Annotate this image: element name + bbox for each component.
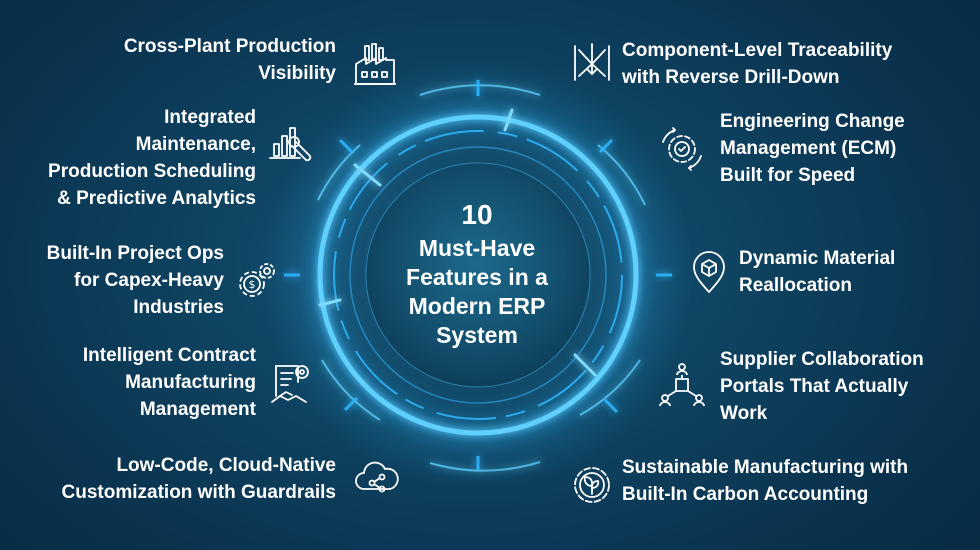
feature-line: Portals That Actually [720,376,909,397]
feature-line: Built-In Project Ops [46,243,224,264]
feature-line: Reallocation [739,275,852,296]
light-streaks [318,108,597,377]
network-people-icon [657,360,707,410]
feature-supplier-collaboration: Supplier Collaboration Portals That Actu… [720,346,924,427]
feature-line: Visibility [258,63,336,84]
feature-line: Engineering Change [720,111,905,132]
center-disc [366,163,590,387]
feature-component-traceability: Component-Level Traceability with Revers… [622,37,892,91]
feature-line: Intelligent Contract [82,345,256,366]
feature-line: Built-In Carbon Accounting [622,484,869,505]
eco-gear-icon [567,460,617,510]
feature-line: Sustainable Manufacturing with [622,457,909,478]
main-ring [317,114,639,436]
center-title: 10 Must-Have Features in a Modern ERP Sy… [372,180,582,370]
inner-thin-ring [349,146,607,404]
feature-line: Work [720,403,768,424]
feature-line: Built for Speed [720,165,856,186]
center-disc-edge [365,162,591,388]
feature-line: Management [139,399,256,420]
feature-line: Supplier Collaboration [720,349,924,370]
feature-low-code: Low-Code, Cloud-Native Customization wit… [62,452,336,506]
feature-line: Dynamic Material [739,248,896,269]
feature-sustainable-manufacturing: Sustainable Manufacturing with Built-In … [622,454,908,508]
feature-line: Manufacturing [125,372,256,393]
center-line-1: Must-Have [418,235,536,261]
feature-line: Production Scheduling [48,161,256,182]
gear-cycle-icon [657,124,707,174]
feature-line: Cross-Plant Production [123,36,336,57]
feature-line: for Capex-Heavy [74,270,224,291]
feature-cross-plant-visibility: Cross-Plant Production Visibility [124,33,336,87]
center-line-4: System [436,322,518,348]
radial-tick-marks [284,80,672,470]
feature-line: Component-Level Traceability [622,40,893,61]
feature-dynamic-material: Dynamic Material Reallocation [739,245,895,299]
inner-dashed-ring [333,130,623,420]
feature-contract-manufacturing: Intelligent Contract Manufacturing Manag… [83,342,256,423]
chart-wrench-icon [266,118,316,168]
contract-handshake-icon [266,362,316,412]
feature-line: Integrated [164,107,256,128]
feature-integrated-maintenance: Integrated Maintenance, Production Sched… [48,104,256,212]
center-number: 10 [461,199,493,230]
feature-line: with Reverse Drill-Down [622,67,840,88]
cloud-share-icon [352,455,402,505]
center-line-2: Features in a [406,264,548,290]
feature-line: Management (ECM) [720,138,897,159]
location-box-icon [684,248,734,298]
feature-engineering-change: Engineering Change Management (ECM) Buil… [720,108,905,189]
feature-line: Maintenance, [135,134,256,155]
center-line-3: Modern ERP [408,293,546,319]
feature-line: Low-Code, Cloud-Native [116,455,336,476]
drill-down-funnel-icon [567,40,617,90]
factory-icon [350,40,400,90]
svg-text:$: $ [249,278,256,291]
feature-line: & Predictive Analytics [57,188,256,209]
feature-line: Industries [133,297,224,318]
dollar-gear-icon: $ [232,256,282,306]
feature-line: Customization with Guardrails [61,482,336,503]
feature-project-ops: Built-In Project Ops for Capex-Heavy Ind… [47,240,224,321]
